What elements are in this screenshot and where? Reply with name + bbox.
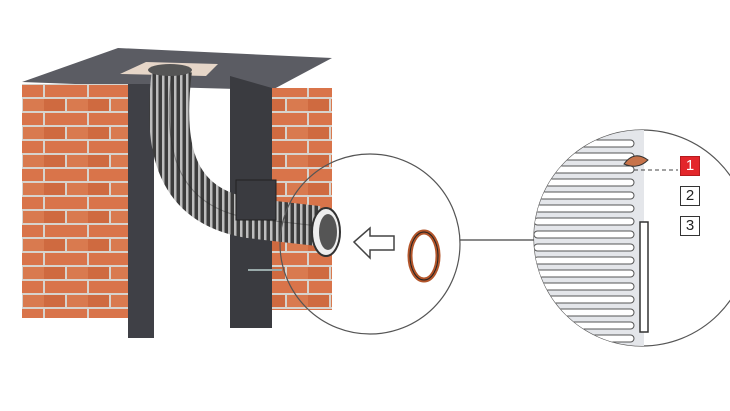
callout-3: 3	[680, 216, 700, 236]
liner-rib	[534, 217, 635, 226]
sleeve-profile	[639, 221, 649, 333]
liner-rib	[534, 334, 635, 343]
arrow-left-icon	[352, 226, 395, 260]
brick-wall-right	[272, 88, 332, 310]
liner-rib	[534, 295, 635, 304]
liner-rib	[534, 321, 635, 330]
wall-left-edge	[128, 84, 154, 338]
liner-rib	[534, 178, 635, 187]
liner-rib	[534, 308, 635, 317]
liner-rib	[534, 191, 635, 200]
callout-1: 1	[680, 156, 700, 176]
liner-rib	[534, 243, 635, 252]
liner-rib	[534, 256, 635, 265]
flexible-liner-hose	[149, 67, 321, 246]
gasket-detail	[623, 155, 649, 167]
liner-rib	[534, 230, 635, 239]
liner-rib	[534, 282, 635, 291]
liner-rib	[534, 204, 635, 213]
zoom-circle	[279, 153, 461, 335]
liner-rib	[534, 139, 635, 148]
liner-rib	[534, 165, 635, 174]
liner-rib	[534, 269, 635, 278]
wall-collar	[235, 179, 277, 221]
brick-wall-left	[22, 84, 128, 318]
callout-2: 2	[680, 186, 700, 206]
hose-top-end	[148, 64, 192, 76]
liner-rib	[534, 152, 635, 161]
